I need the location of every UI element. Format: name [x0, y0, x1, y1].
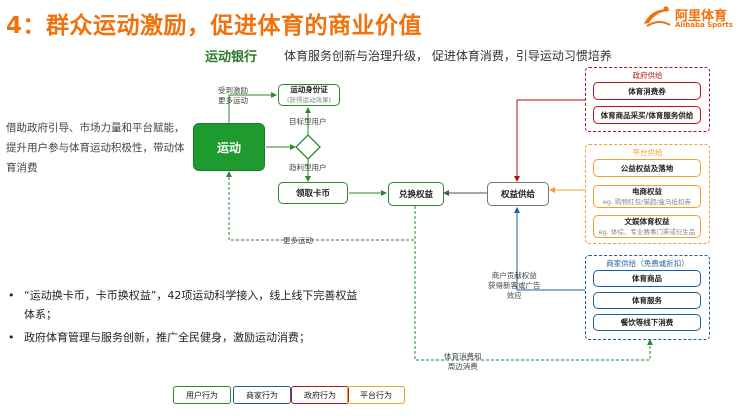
bullet-dot: •: [8, 289, 15, 302]
sport-identity-sub: (获得运动效果): [286, 96, 332, 104]
bullet-dot: •: [8, 331, 15, 344]
bullet-text: 政府体育管理与服务创新，推广全民健身，激励运动消费；: [24, 331, 310, 344]
platform-item: 文娱体育权益 eg. 体综、专业赛事门票或衍生品: [593, 215, 701, 238]
merchant-supply-panel: 商家供给（免费或折扣） 体育商品 体育服务 餐饮等线下消费: [585, 255, 710, 340]
rights-supply-node: 权益供给: [487, 182, 549, 206]
alibaba-sports-logo-icon: [644, 6, 671, 27]
merchant-contribution-label: 商户贡献权益 获得新客或广告 效应: [488, 271, 541, 300]
gov-supply-panel: 政府供给 体育消费券 体育商品采买/体育服务供给: [585, 67, 710, 132]
merchant-item: 体育服务: [593, 292, 701, 309]
more-sport-label: 更多运动: [283, 236, 313, 245]
platform-item: 电商权益 eg. 购物红包/猫超/盒马抵扣券: [593, 185, 701, 208]
subtitle-heading: 运动银行: [205, 50, 258, 65]
platform-item-name: 文娱体育权益: [624, 216, 670, 226]
subtitle-text: 体育服务创新与治理升级， 促进体育消费，引导运动习惯培养: [284, 49, 612, 63]
sport-node: 运动: [193, 123, 265, 171]
platform-supply-panel: 平台供给 公益权益及落地 电商权益 eg. 购物红包/猫超/盒马抵扣券 文娱体育…: [585, 144, 710, 244]
legend-platform: 平台行为: [347, 386, 405, 404]
platform-item-sub: eg. 购物红包/猫超/盒马抵扣券: [602, 197, 692, 206]
gov-item: 体育消费券: [593, 82, 701, 100]
legend-gov: 政府行为: [291, 386, 349, 404]
platform-item-name: 电商权益: [632, 186, 662, 196]
target-user-label: 目标型用户: [289, 117, 327, 126]
profit-user-label: 趋利型用户: [289, 163, 327, 172]
gov-item: 体育商品采买/体育服务供给: [593, 106, 701, 124]
left-description: 借助政府引导、市场力量和平台赋能，提升用户参与体育运动积极性，带动体育消费: [6, 122, 185, 174]
get-coins-node: 领取卡币: [278, 182, 348, 204]
redeem-node: 兑换权益: [388, 182, 444, 206]
merchant-supply-title: 商家供给（免费或折扣）: [606, 259, 689, 268]
motivated-label: 受到激励 更多运动: [218, 86, 248, 105]
sport-identity-label: 运动身份证: [290, 85, 328, 94]
logo-text-cn: 阿里体育: [675, 9, 728, 24]
gov-supply-title: 政府供给: [632, 71, 663, 80]
legend-merchant: 商家行为: [233, 386, 291, 404]
user-type-decision-diamond: [295, 134, 321, 160]
legend-user: 用户行为: [173, 386, 231, 404]
bullet-item: • “运动换卡币，卡币换权益”，42项运动科学接入，线上线下完善权益体系；: [8, 286, 368, 324]
bullet-text: “运动换卡币，卡币换权益”，42项运动科学接入，线上线下完善权益体系；: [24, 289, 358, 321]
bullet-item: • 政府体育管理与服务创新，推广全民健身，激励运动消费；: [8, 328, 368, 347]
logo-text-en: Alibaba Sports: [675, 21, 733, 29]
slide-title: 4：群众运动激励，促进体育的商业价值: [6, 13, 423, 39]
merchant-item: 餐饮等线下消费: [593, 314, 701, 331]
merchant-item: 体育商品: [593, 270, 701, 287]
consumption-label: 体育消费和 周边消费: [444, 352, 482, 371]
platform-item: 公益权益及落地: [593, 159, 701, 177]
platform-item-sub: eg. 体综、专业赛事门票或衍生品: [598, 227, 696, 236]
sport-identity-node: 运动身份证 (获得运动效果): [278, 84, 340, 106]
platform-supply-title: 平台供给: [632, 148, 663, 157]
bullet-list: • “运动换卡币，卡币换权益”，42项运动科学接入，线上线下完善权益体系； • …: [8, 286, 368, 351]
